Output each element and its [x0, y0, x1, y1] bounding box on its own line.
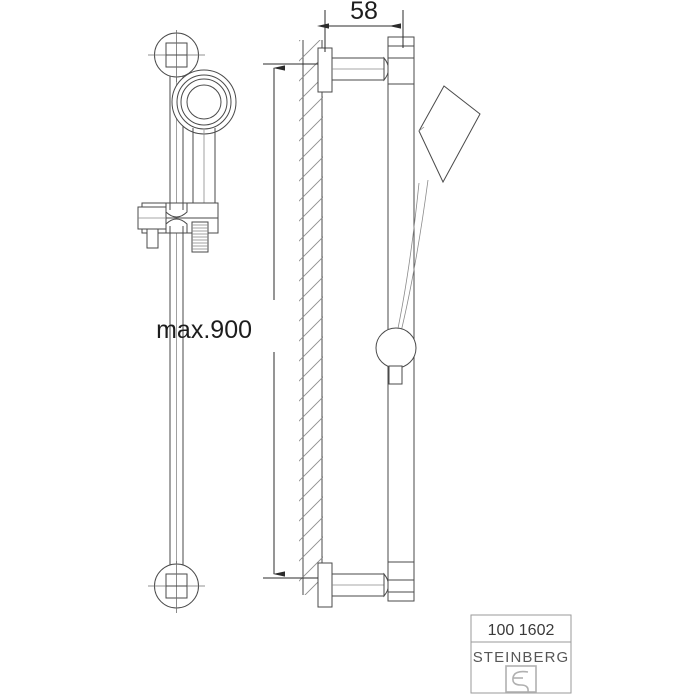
bottom-bracket-front: [148, 561, 205, 613]
hand-shower-front: [172, 70, 236, 134]
hose-connector-front: [138, 207, 166, 248]
brand-name: STEINBERG: [473, 649, 570, 666]
title-block: 100 1602 STEINBERG: [470, 614, 572, 694]
rail-front: [170, 48, 183, 592]
dimension-annotations: 58 max.900: [156, 0, 404, 579]
bottom-bracket-side: [318, 562, 414, 607]
side-view: [299, 10, 480, 635]
rail-side: [388, 84, 414, 562]
article-number: 100 1602: [488, 622, 555, 639]
hand-shower-side: [419, 86, 480, 182]
dimension-58-label: 58: [350, 0, 378, 25]
threaded-stem-front: [192, 222, 208, 252]
dimension-58: 58: [317, 0, 404, 52]
dimension-max-900: max.900: [156, 63, 318, 579]
slider-side: [376, 328, 416, 384]
front-view: [138, 30, 236, 613]
hose-side: [395, 179, 429, 339]
dimension-max-900-label: max.900: [156, 316, 252, 344]
steinberg-e-logo: [505, 665, 537, 693]
top-bracket-side: [318, 37, 414, 92]
top-bracket-front: [148, 30, 205, 82]
